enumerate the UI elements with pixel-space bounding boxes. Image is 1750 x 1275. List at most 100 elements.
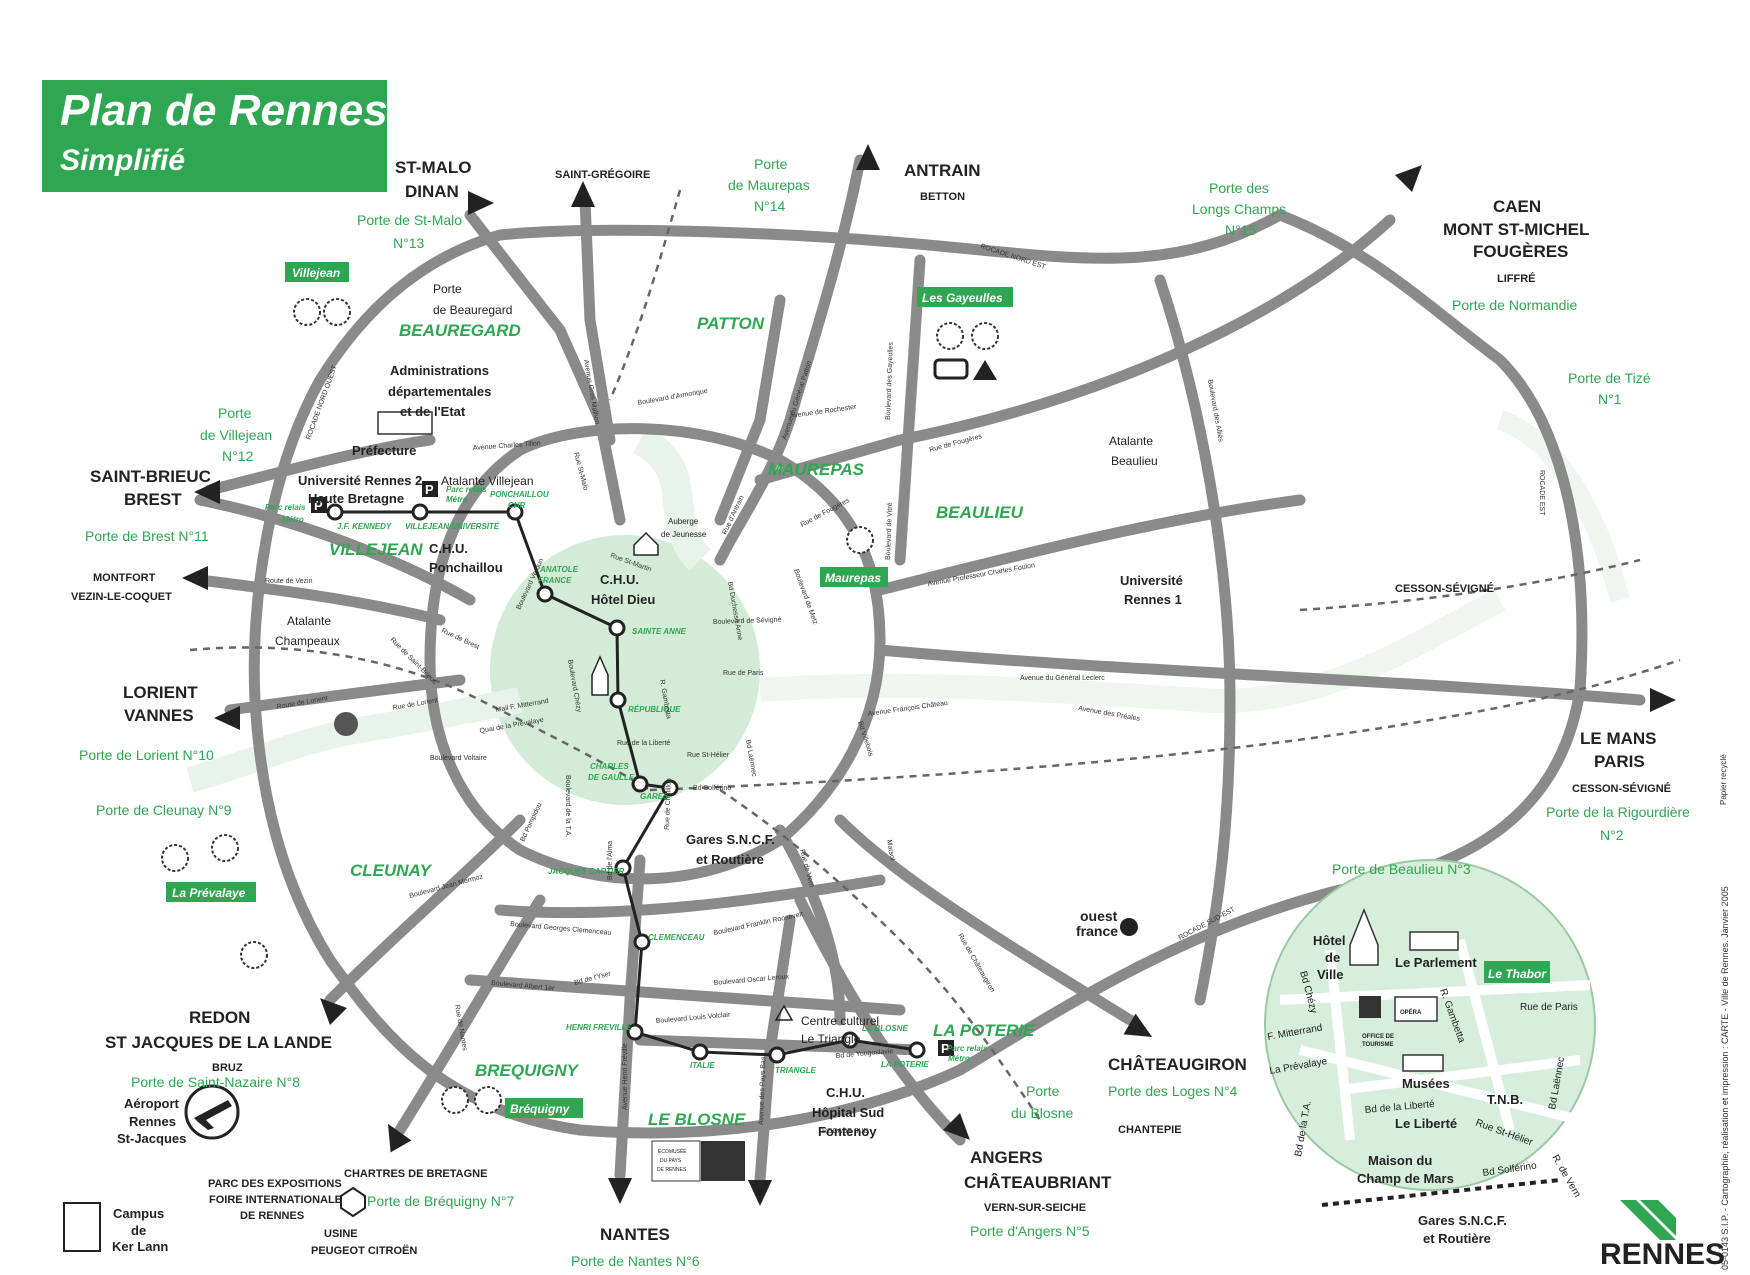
direction-arrow-icon: [1395, 165, 1422, 192]
road-vern: [774, 824, 846, 1026]
inset-tnb: T.N.B.: [1487, 1092, 1523, 1107]
label-aeroport-1: Aéroport: [124, 1096, 180, 1111]
label-univ-rennes2-2: Haute Bretagne: [308, 491, 404, 506]
credit-vertical: 05-0143 S.I.P. - Cartographie, réalisati…: [1720, 886, 1730, 1270]
direction-arrow-icon: [1123, 1013, 1153, 1037]
label-vannes: VANNES: [124, 706, 194, 725]
label-aeroport-3: St-Jacques: [117, 1131, 186, 1146]
rocade-ring: [248, 209, 1588, 1139]
road-bruz: [394, 894, 546, 1136]
label-porte-beaulieu: Porte de Beaulieu N°3: [1332, 861, 1471, 877]
roads: [194, 154, 1646, 1186]
label-redon: REDON: [189, 1008, 250, 1027]
label-usine-2: PEUGEOT CITROËN: [311, 1244, 417, 1257]
street-bd-gayeulles: Boulevard des Gayeulles: [885, 342, 895, 421]
rail-south: [719, 788, 1042, 1121]
label-brequigny-box: Bréquigny: [510, 1102, 571, 1116]
caravan-icon: [933, 358, 969, 380]
label-montfort: MONTFORT: [93, 572, 156, 584]
inset-hotel-de-ville-1: Hôtel: [1313, 933, 1346, 948]
label-st-jacques: ST JACQUES DE LA LANDE: [105, 1033, 332, 1052]
label-parc-relais-1: Parc relais: [265, 503, 306, 512]
inset-roads: [1279, 938, 1591, 1141]
label-st-ponchaillou-2: CHR: [508, 501, 526, 510]
inset-musees: Musées: [1402, 1076, 1450, 1091]
inset-parlement: Le Parlement: [1395, 955, 1477, 970]
inset-opera: OPÉRA: [1400, 1008, 1422, 1016]
road-angers: [794, 894, 966, 1146]
parking-p-3: P: [941, 1041, 950, 1056]
label-mont-st-michel: MONT ST-MICHEL: [1443, 220, 1589, 239]
auberge-icon: [633, 531, 659, 556]
inset-office-tourisme-2: TOURISME: [1362, 1042, 1394, 1048]
road-saint-brieuc: [204, 434, 436, 496]
street-bd-voltaire: Boulevard Voltaire: [430, 755, 487, 762]
label-villejean-box: Villejean: [292, 266, 340, 280]
street-rue-chatillon: Rue de Châtillon: [664, 778, 673, 830]
street-bd-ta: Boulevard de la T.A.: [564, 775, 571, 838]
tree-icon: [971, 322, 999, 350]
street-bd-vitre: Boulevard de Vitré: [885, 502, 894, 560]
metro-station-dot: [614, 859, 632, 877]
label-st-henri-freville: HENRI FREVILLE: [566, 1023, 632, 1032]
direction-arrow-icon: [214, 706, 240, 730]
street-rue-st-malo: Rue St-Malo: [572, 452, 589, 491]
label-porte-tize: Porte de Tizé: [1568, 370, 1651, 386]
road-antrain: [714, 154, 866, 566]
street-bd-solferino: Bd Solférino: [693, 785, 731, 792]
label-porte-lorient: Porte de Lorient N°10: [79, 747, 214, 763]
label-beauregard: BEAUREGARD: [399, 321, 521, 340]
street-rue-brest: Rue de Brest: [440, 627, 480, 651]
inset-hotel-de-ville-icon: [1349, 907, 1379, 966]
direction-arrow-icon: [608, 1178, 632, 1204]
inset-office-tourisme-1: OFFICE DE: [1362, 1034, 1394, 1040]
label-st-le-blosne: LE BLOSNE: [862, 1024, 908, 1033]
direction-arrow-icon: [856, 144, 880, 170]
label-porte-rigourdiere: Porte de la Rigourdière: [1546, 804, 1690, 820]
trees: [161, 298, 999, 1114]
label-bruz: BRUZ: [212, 1062, 243, 1074]
map-subtitle: Simplifié: [60, 144, 186, 177]
label-saint-brieuc: SAINT-BRIEUC: [90, 467, 211, 486]
label-porte-longs-champs-2: Longs Champs: [1192, 201, 1286, 217]
metro-station-dot: [506, 503, 524, 521]
label-porte-nantes: Porte de Nantes N°6: [571, 1253, 700, 1269]
camping-tent-icon: [973, 360, 997, 380]
vilaine-river-east: [759, 589, 1506, 713]
metro-station-dot: [908, 1041, 926, 1059]
label-porte-cleunay: Porte de Cleunay N°9: [96, 802, 232, 818]
label-chu-sud-3: Fontenoy: [818, 1124, 877, 1139]
street-bd-alma: Bd de l'Alma: [607, 841, 614, 880]
street-rocade-est: ROCADE EST: [1538, 470, 1545, 516]
road-le-mans: [874, 644, 1646, 706]
label-n1: N°1: [1598, 391, 1622, 407]
rail-east: [649, 658, 1681, 792]
road-gayeulles: [894, 254, 926, 566]
label-ecomusee-2: DU PAYS: [660, 1158, 682, 1164]
parking-p-2: P: [425, 482, 434, 497]
rennes-logo: RENNES: [1600, 1200, 1725, 1271]
metro-station-dot: [633, 933, 651, 951]
label-porte-normandie: Porte de Normandie: [1452, 297, 1578, 313]
label-cleunay: CLEUNAY: [350, 861, 433, 880]
label-centre-culturel-1: Centre culturel: [801, 1014, 879, 1028]
label-campus-3: Ker Lann: [112, 1239, 168, 1254]
label-parc-expo-1: PARC DES EXPOSITIONS: [208, 1178, 342, 1190]
street-av-henri-freville: Avenue Henri Fréville: [622, 1043, 629, 1110]
metro-station-dot: [608, 619, 626, 637]
street-av-preales: Avenue des Préales: [1078, 705, 1141, 723]
label-brequigny: BREQUIGNY: [475, 1061, 580, 1080]
church-icon: [591, 655, 609, 696]
road-vezin: [194, 574, 446, 626]
direction-arrow-icon: [320, 998, 347, 1025]
label-aeroport-2: Rennes: [129, 1114, 176, 1129]
label-st-villejean: VILLEJEAN UNIVERSITÉ: [405, 522, 500, 531]
label-le-blosne: LE BLOSNE: [648, 1110, 746, 1129]
label-parc-expo-2: FOIRE INTERNATIONALE: [209, 1194, 342, 1206]
street-av-charles-tillon: Avenue Charles Tillon: [473, 440, 541, 452]
label-ecomusee-3: DE RENNES: [657, 1167, 687, 1173]
green-areas: [186, 410, 1630, 805]
tree-icon: [293, 298, 321, 326]
label-ouest-france-2: france: [1076, 923, 1118, 939]
